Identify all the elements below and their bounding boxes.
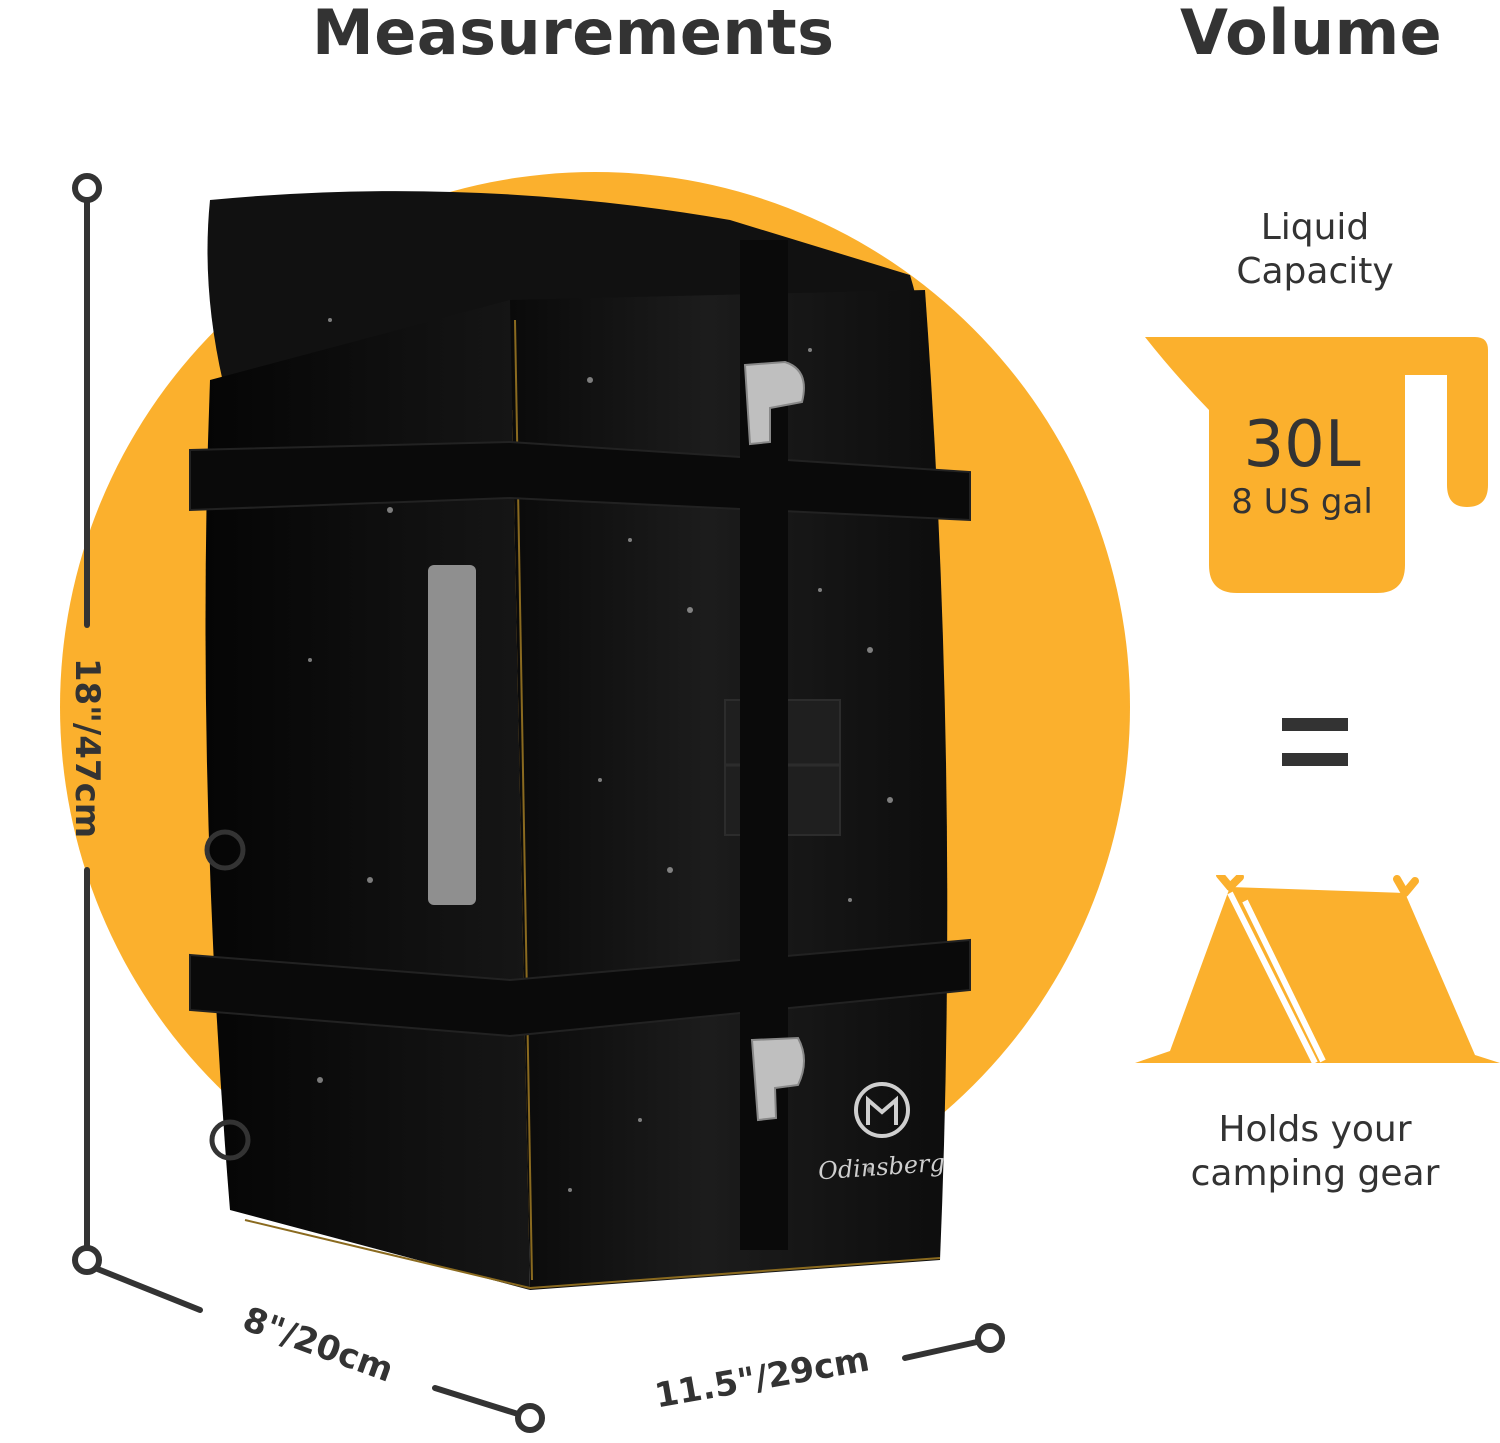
camping-gear-label: Holds your camping gear <box>1160 1108 1470 1196</box>
width-line-right <box>902 1339 980 1361</box>
equals-bar-top <box>1282 718 1348 731</box>
equals-bar-bottom <box>1282 753 1348 766</box>
upper-buckle <box>743 360 805 446</box>
brand-logo-icon <box>854 1082 910 1138</box>
width-end-right <box>975 1323 1005 1353</box>
capacity-label-line2: Capacity <box>1236 251 1394 292</box>
height-label: 18"/47cm <box>67 657 107 839</box>
volume-gallons: 8 US gal <box>1231 482 1373 522</box>
capacity-label-line1: Liquid <box>1260 207 1370 248</box>
bag-side-panel <box>205 300 530 1290</box>
measurements-heading: Measurements <box>312 0 835 69</box>
liquid-capacity-label: Liquid Capacity <box>1185 206 1445 294</box>
height-end-bottom <box>72 1245 102 1275</box>
volume-heading: Volume <box>1180 0 1443 69</box>
lower-buckle <box>750 1036 805 1122</box>
measuring-cup-icon <box>1145 337 1488 593</box>
gear-label-line1: Holds your <box>1218 1109 1412 1150</box>
gear-label-line2: camping gear <box>1190 1153 1440 1194</box>
tent-icon <box>1135 875 1500 1065</box>
pannier-bag-image <box>189 191 971 1290</box>
volume-liters: 30L <box>1243 408 1361 482</box>
height-end-top <box>72 173 102 203</box>
depth-line-right <box>432 1385 521 1417</box>
depth-line-left <box>92 1265 203 1313</box>
depth-width-corner <box>515 1403 545 1433</box>
reflective-strip <box>428 565 476 905</box>
